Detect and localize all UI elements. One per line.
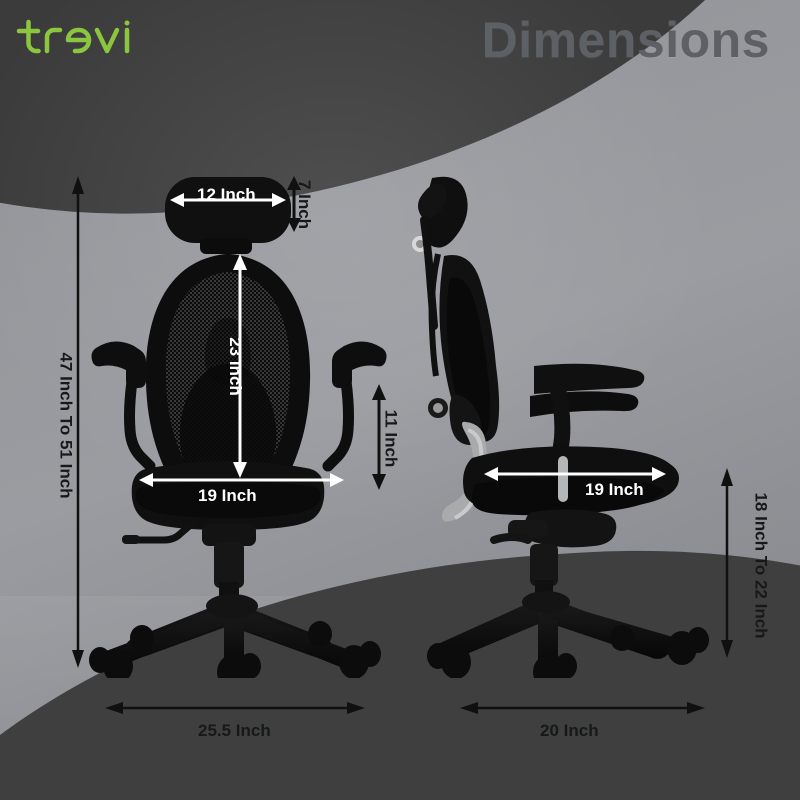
front-seat — [131, 461, 325, 530]
page-title: Dimensions — [481, 12, 770, 68]
dim-arrow-seat-depth-side — [484, 466, 666, 482]
side-backrest — [428, 255, 500, 445]
dim-label-headrest-height: 7 Inch — [295, 179, 315, 230]
dim-arrow-seat-height — [719, 468, 735, 658]
side-seat — [463, 446, 679, 516]
dim-arrow-headrest-width — [170, 192, 286, 208]
side-headrest-stem — [420, 216, 441, 377]
dim-label-armrest-height: 11 Inch — [381, 409, 401, 468]
side-headrest — [412, 176, 468, 252]
dim-arrow-armrest-height — [371, 384, 387, 490]
dim-arrow-seat-width-front — [139, 472, 344, 488]
front-view-chair — [74, 168, 404, 678]
dim-label-seat-depth-side: 19 Inch — [585, 480, 644, 499]
side-mechanism — [490, 509, 617, 548]
front-height-lever — [126, 518, 198, 544]
side-casters — [427, 625, 709, 678]
dim-arrow-overall-height — [70, 176, 86, 668]
front-casters — [89, 621, 381, 678]
dim-arrow-headrest-height — [286, 176, 302, 232]
dim-arrow-base-width — [105, 700, 365, 716]
dim-label-base-depth: 20 Inch — [540, 721, 599, 740]
dim-arrow-base-depth — [460, 700, 705, 716]
side-view-chair — [398, 168, 728, 678]
front-armrests — [91, 341, 387, 472]
dim-label-overall-height: 47 Inch To 51 Inch — [56, 352, 76, 499]
dim-label-seat-height: 18 Inch To 22 Inch — [751, 492, 771, 639]
dim-label-base-width: 25.5 Inch — [198, 721, 271, 740]
dim-arrow-backrest-height — [232, 254, 248, 478]
dim-label-headrest-width: 12 Inch — [197, 185, 256, 204]
dim-label-backrest-height: 23 Inch — [225, 337, 245, 396]
dim-label-seat-width-front: 19 Inch — [198, 486, 257, 505]
front-headrest — [165, 177, 291, 254]
front-backrest — [145, 254, 311, 480]
trevi-logo — [14, 18, 136, 60]
